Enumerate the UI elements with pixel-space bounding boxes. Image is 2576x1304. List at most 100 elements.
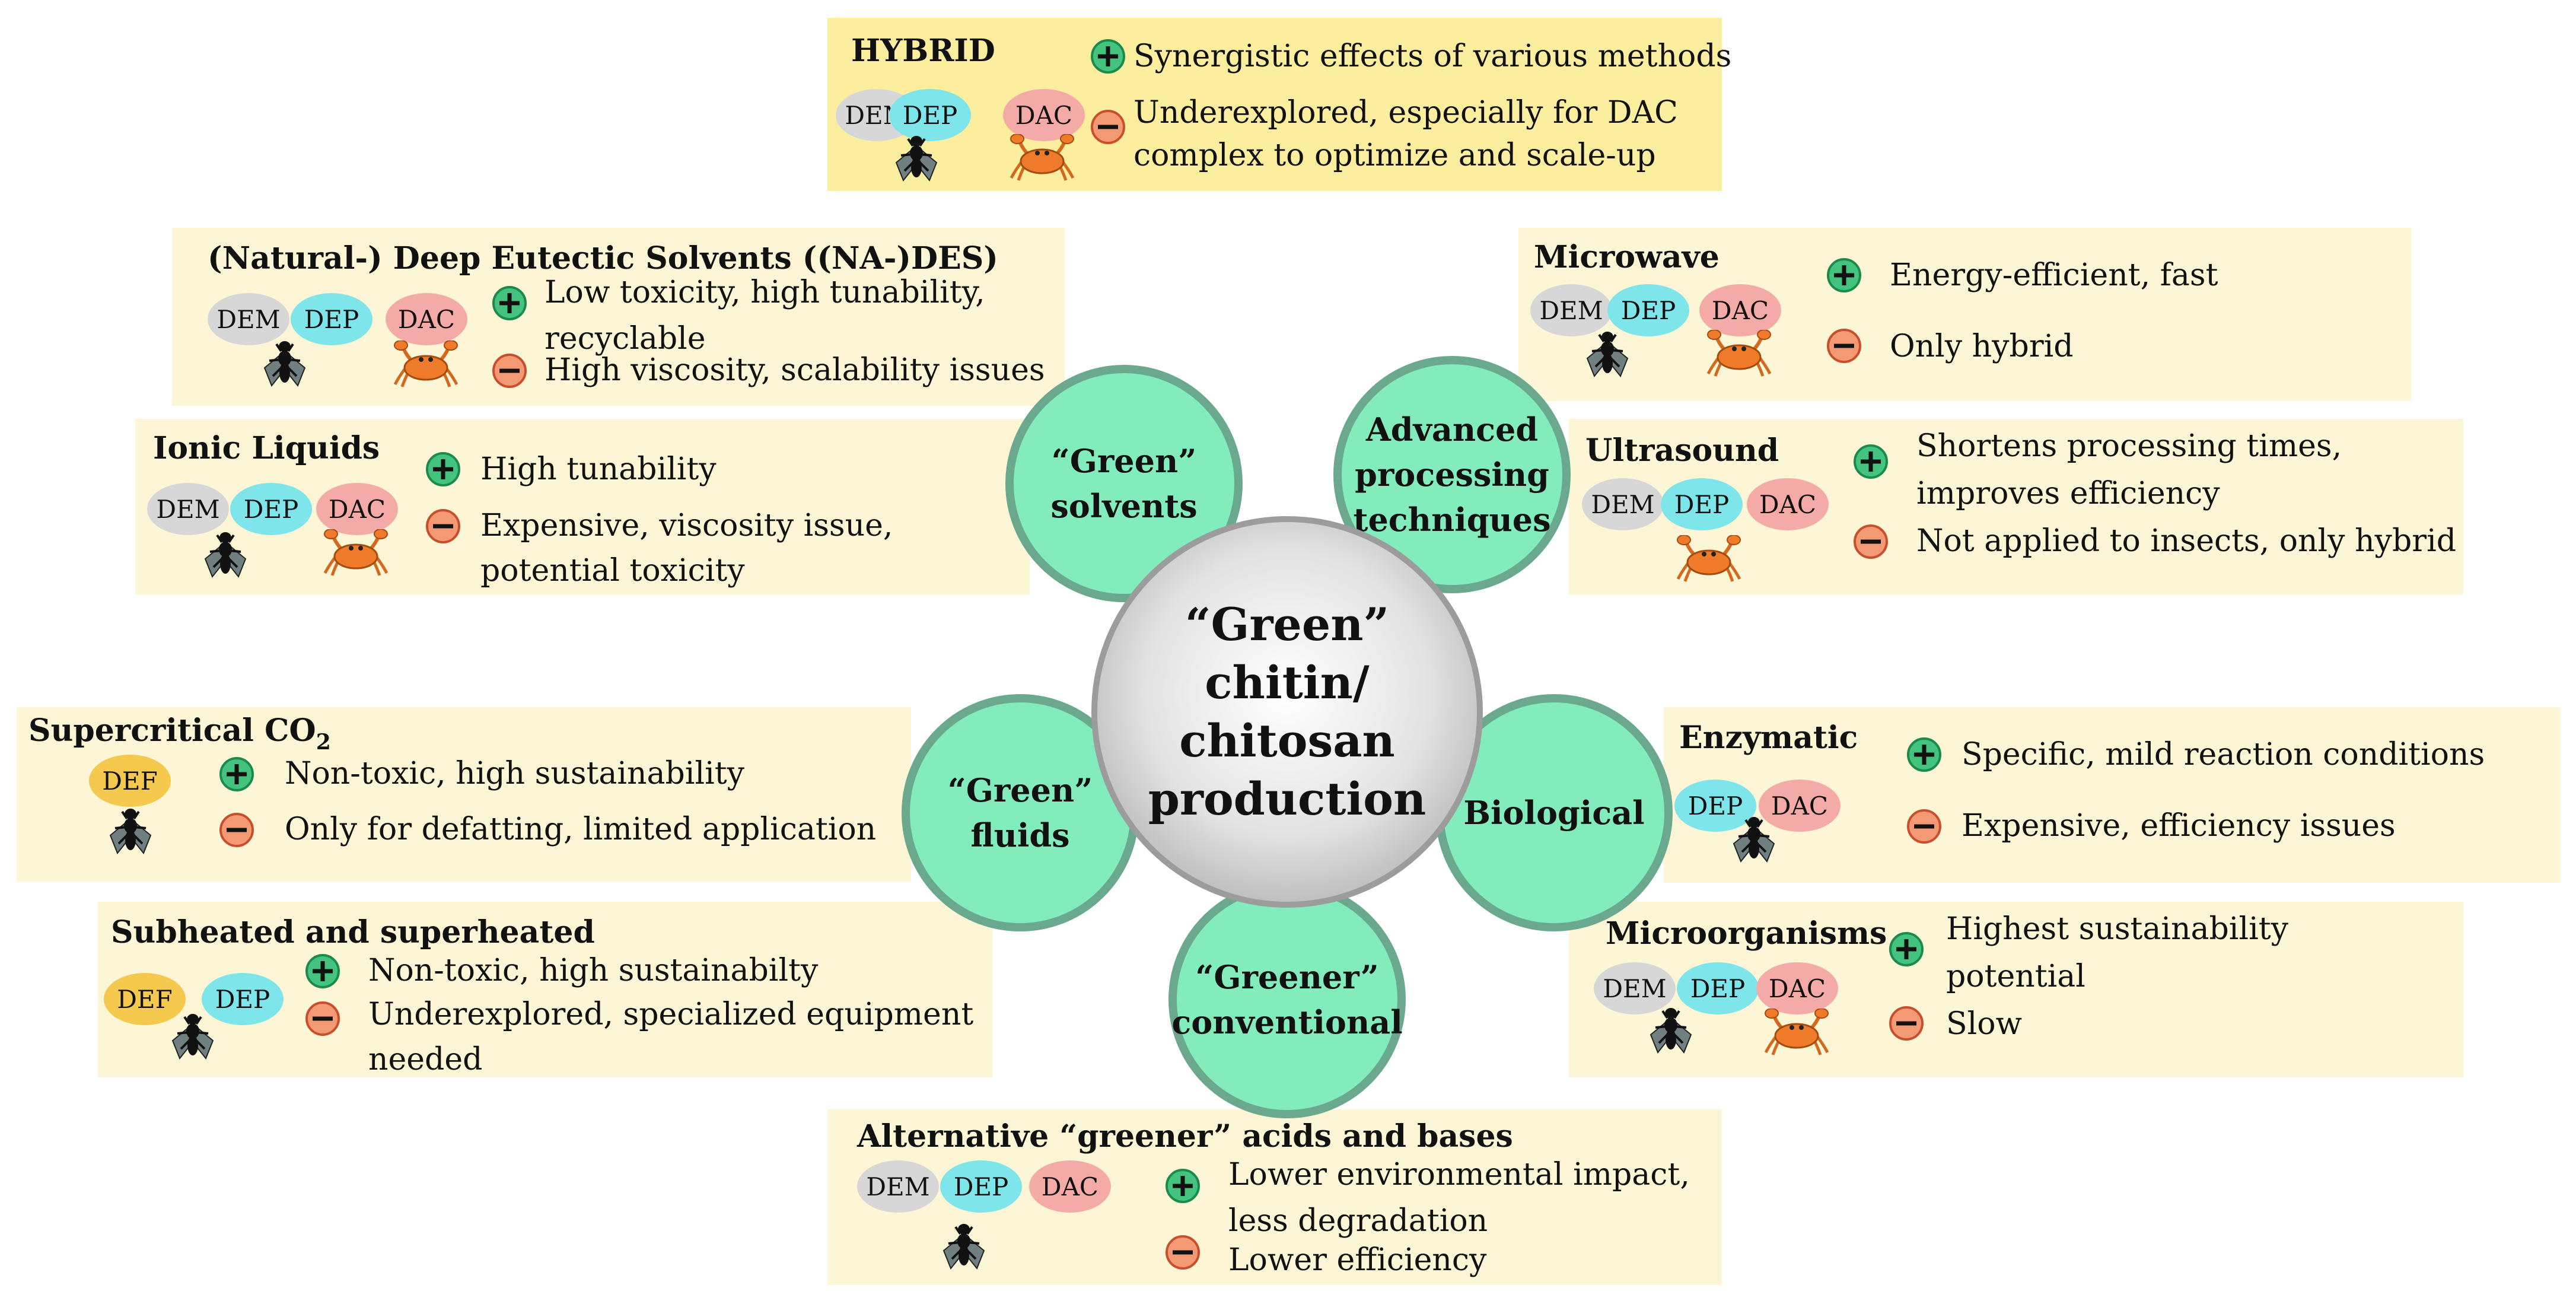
fly-icon (1730, 809, 1778, 864)
dem-badge: DEM (1530, 284, 1612, 336)
fly-icon (893, 128, 940, 183)
supercritical-co2-pro: Non-toxic, high sustainability (285, 756, 744, 791)
plus-icon (426, 452, 460, 486)
ionic-liquids-con-line2: potential toxicity (480, 553, 745, 589)
dep-badge: DEP (889, 89, 971, 141)
microwave-box: Microwave DEM DEP DAC Energy-efficient, … (1518, 228, 2411, 401)
subheated-con-line2: needed (368, 1042, 483, 1077)
crab-icon (1009, 134, 1075, 182)
minus-icon (1889, 1006, 1924, 1041)
ultrasound-pro-line2: improves efficiency (1916, 476, 2220, 511)
des-box: (Natural-) Deep Eutectic Solvents ((NA-)… (172, 228, 1065, 406)
enzymatic-con: Expensive, efficiency issues (1962, 808, 2396, 844)
ionic-liquids-con-line1: Expensive, viscosity issue, (480, 508, 893, 543)
subheated-con-line1: Underexplored, specialized equipment (368, 997, 974, 1032)
microwave-con: Only hybrid (1890, 329, 2074, 364)
enzymatic-pro: Specific, mild reaction conditions (1962, 737, 2485, 772)
dem-badge: DEM (1594, 962, 1676, 1014)
subheated-pro: Non-toxic, high sustainabilty (368, 953, 819, 988)
ionic-liquids-box: Ionic Liquids DEM DEP DAC High tunabilit… (135, 419, 1030, 594)
dac-badge: DAC (1029, 1160, 1111, 1213)
fly-icon (107, 801, 154, 855)
dep-badge: DEP (1661, 478, 1743, 530)
ultrasound-box: Ultrasound DEM DEP DAC Shortens processi… (1569, 419, 2463, 594)
crab-icon (323, 529, 389, 577)
des-con: High viscosity, scalability issues (545, 352, 1045, 388)
plus-icon (305, 954, 340, 988)
def-badge: DEF (104, 973, 186, 1025)
dem-badge: DEM (1582, 478, 1664, 530)
dac-badge: DAC (1756, 962, 1838, 1014)
microorganisms-pro-line1: Highest sustainability (1946, 911, 2288, 947)
fly-icon (169, 1006, 216, 1061)
supercritical-co2-box: Supercritical CO2 DEF Non-toxic, high su… (17, 707, 911, 882)
microorganisms-box: Microorganisms DEM DEP DAC Highest susta… (1569, 902, 2463, 1077)
minus-icon (1827, 329, 1861, 363)
ultrasound-con: Not applied to insects, only hybrid (1916, 523, 2456, 559)
dep-badge: DEP (1677, 962, 1759, 1014)
fly-icon (261, 333, 308, 388)
dac-badge: DAC (1759, 780, 1841, 832)
supercritical-co2-con: Only for defatting, limited application (285, 812, 877, 847)
dep-badge: DEP (940, 1160, 1022, 1213)
dac-badge: DAC (1747, 478, 1829, 530)
microorganisms-pro-line2: potential (1946, 959, 2085, 994)
supercritical-co2-title-text: Supercritical CO (28, 713, 316, 749)
dep-badge: DEP (1607, 284, 1689, 336)
hybrid-con-line2: complex to optimize and scale-up (1133, 138, 1656, 173)
minus-icon (1907, 809, 1941, 844)
microorganisms-con: Slow (1946, 1006, 2023, 1042)
fly-icon (1647, 1000, 1695, 1055)
dac-badge: DAC (1003, 89, 1085, 141)
minus-icon (219, 813, 254, 847)
hybrid-box: HYBRID DEM DEP DAC Synergistic effects o… (827, 18, 1731, 191)
enzymatic-title: Enzymatic (1679, 720, 1858, 756)
plus-icon (219, 757, 254, 791)
acids-bases-title: Alternative “greener” acids and bases (857, 1118, 1513, 1154)
enzymatic-box: Enzymatic DEP DAC Specific, mild reactio… (1664, 707, 2561, 883)
microorganisms-title: Microorganisms (1606, 915, 1887, 952)
supercritical-co2-title: Supercritical CO2 (28, 713, 331, 755)
subheated-box: Subheated and superheated DEF DEP Non-to… (98, 902, 992, 1077)
def-badge: DEF (89, 755, 171, 807)
minus-icon (305, 1001, 340, 1036)
plus-icon (1091, 39, 1125, 74)
dep-badge: DEP (202, 973, 284, 1025)
plus-icon (1827, 258, 1861, 292)
crab-icon (1763, 1009, 1830, 1056)
acids-bases-con: Lower efficiency (1228, 1242, 1487, 1278)
center-circle: “Green” chitin/ chitosan production (1091, 516, 1483, 908)
minus-icon (492, 354, 527, 388)
fly-icon (202, 524, 249, 579)
acids-bases-box: Alternative “greener” acids and bases DE… (827, 1109, 1722, 1285)
ionic-liquids-title: Ionic Liquids (153, 430, 380, 466)
dep-badge: DEP (1674, 780, 1756, 832)
minus-icon (1854, 524, 1888, 559)
ultrasound-title: Ultrasound (1585, 432, 1779, 469)
minus-icon (1166, 1235, 1200, 1270)
des-title: (Natural-) Deep Eutectic Solvents ((NA-)… (208, 240, 998, 276)
crab-icon (393, 341, 459, 388)
dep-badge: DEP (230, 483, 312, 535)
dem-badge: DEM (857, 1160, 939, 1213)
fly-icon (1584, 324, 1631, 379)
plus-icon (492, 286, 527, 320)
acids-bases-pro-line2: less degradation (1228, 1203, 1488, 1239)
dac-badge: DAC (316, 483, 398, 535)
crab-icon (1706, 330, 1772, 377)
des-pro-line1: Low toxicity, high tunability, (545, 275, 985, 310)
hybrid-con-line1: Underexplored, especially for DAC (1133, 95, 1678, 131)
plus-icon (1907, 737, 1941, 772)
dem-badge: DEM (208, 293, 289, 345)
hybrid-pro: Synergistic effects of various methods (1133, 39, 1732, 74)
minus-icon (1091, 110, 1125, 144)
subheated-title: Subheated and superheated (111, 914, 595, 950)
plus-icon (1854, 444, 1888, 479)
microwave-title: Microwave (1534, 239, 1720, 275)
dac-badge: DAC (386, 293, 467, 345)
microwave-pro: Energy-efficient, fast (1890, 257, 2218, 293)
acids-bases-pro-line1: Lower environmental impact, (1228, 1157, 1690, 1192)
ionic-liquids-pro: High tunability (480, 451, 717, 487)
hybrid-title: HYBRID (851, 33, 995, 69)
supercritical-co2-title-subscript: 2 (316, 730, 331, 755)
